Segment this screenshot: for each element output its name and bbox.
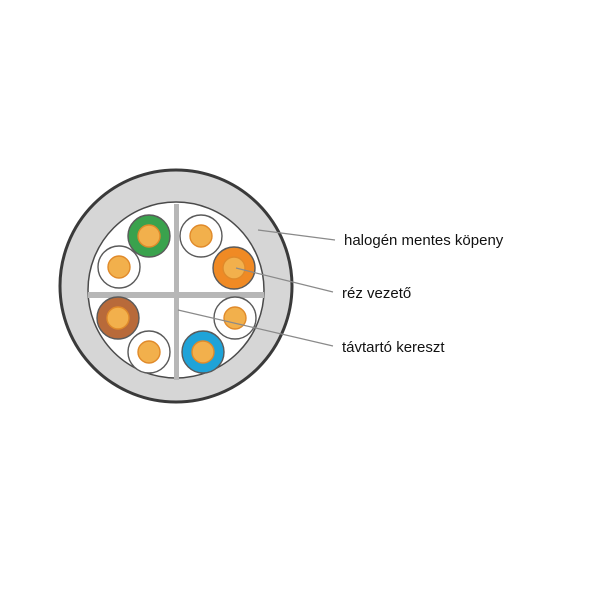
wire-orange-copper-core <box>222 256 246 280</box>
wire-white-bottom-left <box>127 330 171 374</box>
leader-line-spacer <box>177 309 334 347</box>
wire-white-right-bottom-copper-core <box>223 306 247 330</box>
label-sheath: halogén mentes köpeny <box>344 232 504 249</box>
leader-line-conductor <box>235 267 334 293</box>
leader-line-sheath <box>257 229 336 241</box>
spacer-cross <box>88 204 264 380</box>
wire-white-top-right-copper-core <box>189 224 213 248</box>
wire-brown-copper-core <box>106 306 130 330</box>
wire-blue-copper-core <box>191 340 215 364</box>
wire-group <box>96 214 257 374</box>
wire-brown <box>96 296 140 340</box>
label-spacer: távtartó kereszt <box>342 339 445 356</box>
wire-green <box>127 214 171 258</box>
wire-white-bottom-left-copper-core <box>137 340 161 364</box>
wire-white-left-top <box>97 245 141 289</box>
leader-lines <box>177 229 336 347</box>
wire-white-top-right <box>179 214 223 258</box>
wire-green-copper-core <box>137 224 161 248</box>
spacer-cross-horizontal <box>88 292 264 298</box>
wire-blue <box>181 330 225 374</box>
label-conductor: réz vezető <box>342 285 412 302</box>
wire-white-left-top-copper-core <box>107 255 131 279</box>
wire-orange <box>212 246 256 290</box>
wire-white-right-bottom <box>213 296 257 340</box>
